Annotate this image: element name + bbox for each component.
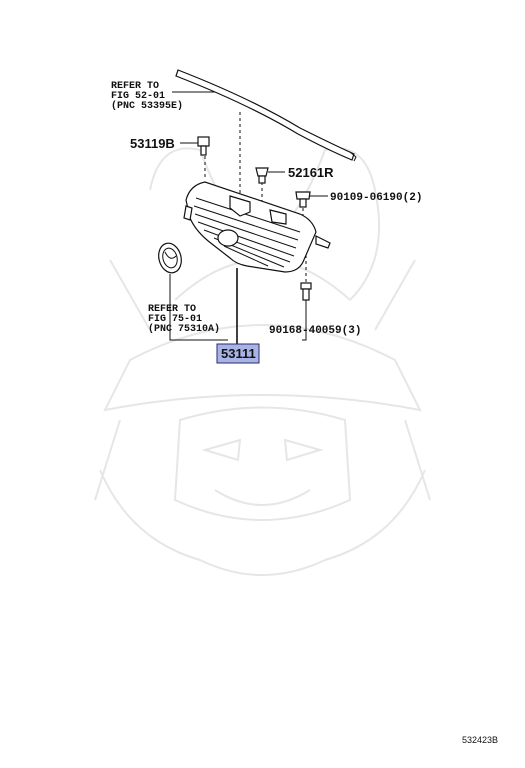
ref-top-line2: FIG 52-01 (111, 91, 165, 102)
ref-bottom-line3: (PNC 75310A) (148, 323, 220, 335)
upper-molding-strip (175, 69, 357, 162)
ref-top-line1: REFER TO (111, 81, 159, 92)
leader-lines (169, 91, 328, 346)
bolt-90109 (295, 191, 311, 208)
ref-top-line3: (PNC 53395E) (111, 100, 183, 112)
highlight-box (216, 343, 260, 364)
emblem-mount (217, 229, 239, 247)
part-label-53119b[interactable]: 53119B (130, 136, 175, 151)
ref-bottom-line2: FIG 75-01 (148, 314, 202, 325)
part-number-53111[interactable]: 53111 (221, 346, 256, 361)
part-label-52161r[interactable]: 52161R (288, 165, 334, 180)
part-label-90109[interactable]: 90109-06190(2) (330, 192, 422, 204)
diagram-id: 532423B (462, 735, 498, 745)
part-label-90168[interactable]: 90168-40059(3) (269, 325, 361, 337)
screw-90168 (300, 282, 312, 301)
ref-bottom-line1: REFER TO (148, 304, 196, 315)
clip-53119b (197, 136, 210, 156)
watermark-emblem (94, 147, 431, 576)
front-emblem (158, 242, 182, 274)
radiator-grille (183, 181, 331, 273)
part-label-53111[interactable]: 53111 (216, 343, 260, 364)
clip-52161r (255, 167, 269, 184)
